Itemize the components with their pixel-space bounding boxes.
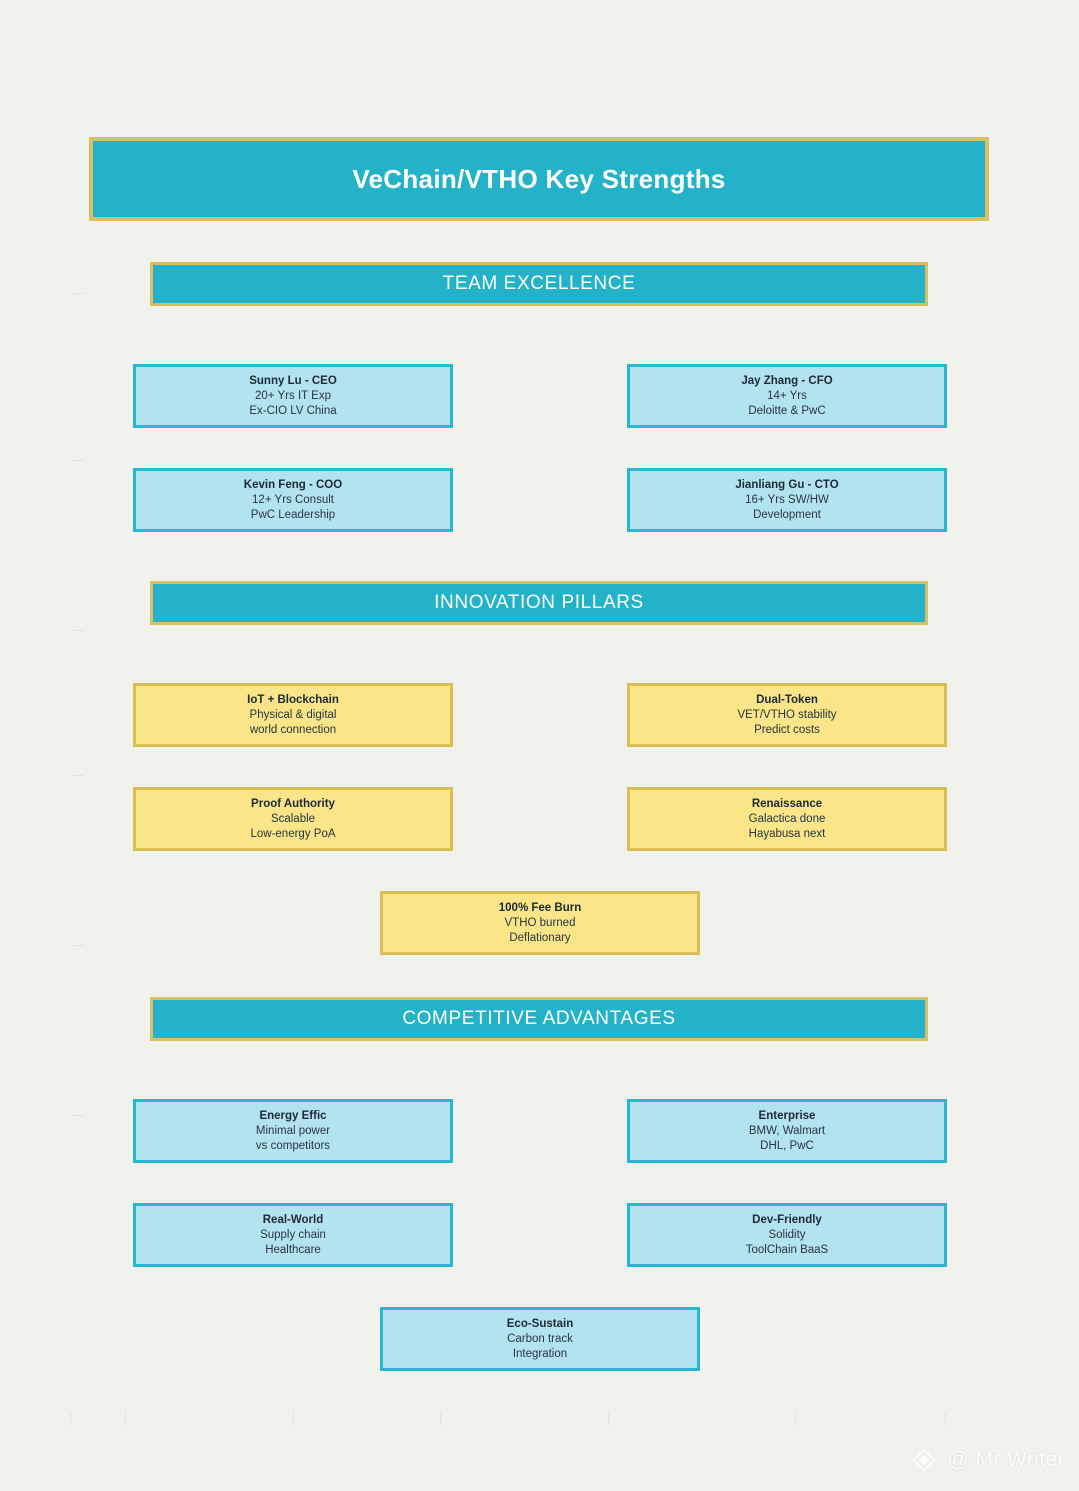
card-title: IoT + Blockchain <box>247 693 339 706</box>
card-sunny-lu: Sunny Lu - CEO 20+ Yrs IT Exp Ex-CIO LV … <box>133 364 453 428</box>
diamond-logo-icon <box>912 1448 935 1472</box>
card-renaissance: Renaissance Galactica done Hayabusa next <box>627 787 947 851</box>
card-title: Jay Zhang - CFO <box>741 374 833 387</box>
card-line-2: Hayabusa next <box>748 827 826 840</box>
card-line-1: Supply chain <box>260 1228 326 1241</box>
card-title: Real-World <box>262 1213 324 1226</box>
card-line-1: Carbon track <box>507 1332 573 1345</box>
page-title: VeChain/VTHO Key Strengths <box>352 163 726 194</box>
ruler-tick-left <box>72 1115 84 1116</box>
card-line-2: Ex-CIO LV China <box>249 404 337 417</box>
card-line-1: VET/VTHO stability <box>737 708 837 721</box>
section-header-team-excellence: TEAM EXCELLENCE <box>150 262 928 306</box>
ruler-tick-bottom <box>945 1412 946 1426</box>
ruler-tick-bottom <box>608 1412 609 1426</box>
card-proof-authority: Proof Authority Scalable Low-energy PoA <box>133 787 453 851</box>
card-line-2: Healthcare <box>265 1243 321 1256</box>
card-line-2: Low-energy PoA <box>250 827 336 840</box>
card-line-2: Deflationary <box>509 931 571 944</box>
card-line-1: 14+ Yrs <box>767 389 807 402</box>
card-dual-token: Dual-Token VET/VTHO stability Predict co… <box>627 683 947 747</box>
card-line-1: Scalable <box>270 812 316 825</box>
card-line-1: Galactica done <box>748 812 826 825</box>
ruler-tick-bottom <box>293 1412 294 1426</box>
card-line-1: BMW, Walmart <box>748 1124 826 1137</box>
card-title: Kevin Feng - COO <box>243 478 343 491</box>
card-line-1: 20+ Yrs IT Exp <box>255 389 331 402</box>
ruler-tick-left <box>72 460 84 461</box>
card-title: 100% Fee Burn <box>498 901 582 914</box>
ruler-tick-bottom <box>125 1412 126 1426</box>
card-title: Dev-Friendly <box>752 1213 822 1226</box>
card-iot-blockchain: IoT + Blockchain Physical & digital worl… <box>133 683 453 747</box>
card-line-1: Solidity <box>768 1228 806 1241</box>
section-header-innovation-pillars: INNOVATION PILLARS <box>150 581 928 625</box>
card-line-2: vs competitors <box>255 1139 331 1152</box>
ruler-tick-left <box>72 293 84 294</box>
card-line-1: 12+ Yrs Consult <box>252 493 334 506</box>
card-eco-sustain: Eco-Sustain Carbon track Integration <box>380 1307 700 1371</box>
card-title: Proof Authority <box>251 797 335 810</box>
card-title: Dual-Token <box>756 693 818 706</box>
card-kevin-feng: Kevin Feng - COO 12+ Yrs Consult PwC Lea… <box>133 468 453 532</box>
card-title: Enterprise <box>758 1109 816 1122</box>
card-line-1: 16+ Yrs SW/HW <box>745 493 829 506</box>
ruler-tick-bottom <box>795 1412 796 1426</box>
main-title-banner: VeChain/VTHO Key Strengths <box>89 137 989 221</box>
ruler-tick-left <box>72 945 84 946</box>
card-title: Sunny Lu - CEO <box>249 374 337 387</box>
card-line-1: Minimal power <box>255 1124 331 1137</box>
card-line-2: Deloitte & PwC <box>748 404 826 417</box>
card-line-2: Development <box>753 508 821 521</box>
card-energy-effic: Energy Effic Minimal power vs competitor… <box>133 1099 453 1163</box>
ruler-tick-left <box>72 775 84 776</box>
section-header-label: COMPETITIVE ADVANTAGES <box>402 1008 676 1029</box>
card-jay-zhang: Jay Zhang - CFO 14+ Yrs Deloitte & PwC <box>627 364 947 428</box>
card-line-1: Physical & digital <box>249 708 337 721</box>
section-header-competitive-advantages: COMPETITIVE ADVANTAGES <box>150 997 928 1041</box>
card-line-2: world connection <box>249 723 337 736</box>
card-real-world: Real-World Supply chain Healthcare <box>133 1203 453 1267</box>
card-enterprise: Enterprise BMW, Walmart DHL, PwC <box>627 1099 947 1163</box>
card-line-2: PwC Leadership <box>250 508 336 521</box>
watermark: @ Mr Writer <box>909 1445 1065 1475</box>
card-title: Jianliang Gu - CTO <box>735 478 839 491</box>
card-line-2: Predict costs <box>754 723 820 736</box>
card-title: Renaissance <box>751 797 823 810</box>
ruler-tick-left <box>72 630 84 631</box>
section-header-label: TEAM EXCELLENCE <box>442 273 636 294</box>
ruler-tick-bottom <box>70 1412 71 1426</box>
card-fee-burn: 100% Fee Burn VTHO burned Deflationary <box>380 891 700 955</box>
card-jianliang-gu: Jianliang Gu - CTO 16+ Yrs SW/HW Develop… <box>627 468 947 532</box>
watermark-handle: @ Mr Writer <box>947 1448 1065 1471</box>
card-line-2: Integration <box>512 1347 568 1360</box>
card-dev-friendly: Dev-Friendly Solidity ToolChain BaaS <box>627 1203 947 1267</box>
ruler-tick-bottom <box>440 1412 441 1426</box>
card-line-2: DHL, PwC <box>760 1139 814 1152</box>
section-header-label: INNOVATION PILLARS <box>434 592 644 613</box>
card-line-2: ToolChain BaaS <box>745 1243 829 1256</box>
card-title: Energy Effic <box>259 1109 327 1122</box>
card-line-1: VTHO burned <box>504 916 576 929</box>
card-title: Eco-Sustain <box>506 1317 574 1330</box>
